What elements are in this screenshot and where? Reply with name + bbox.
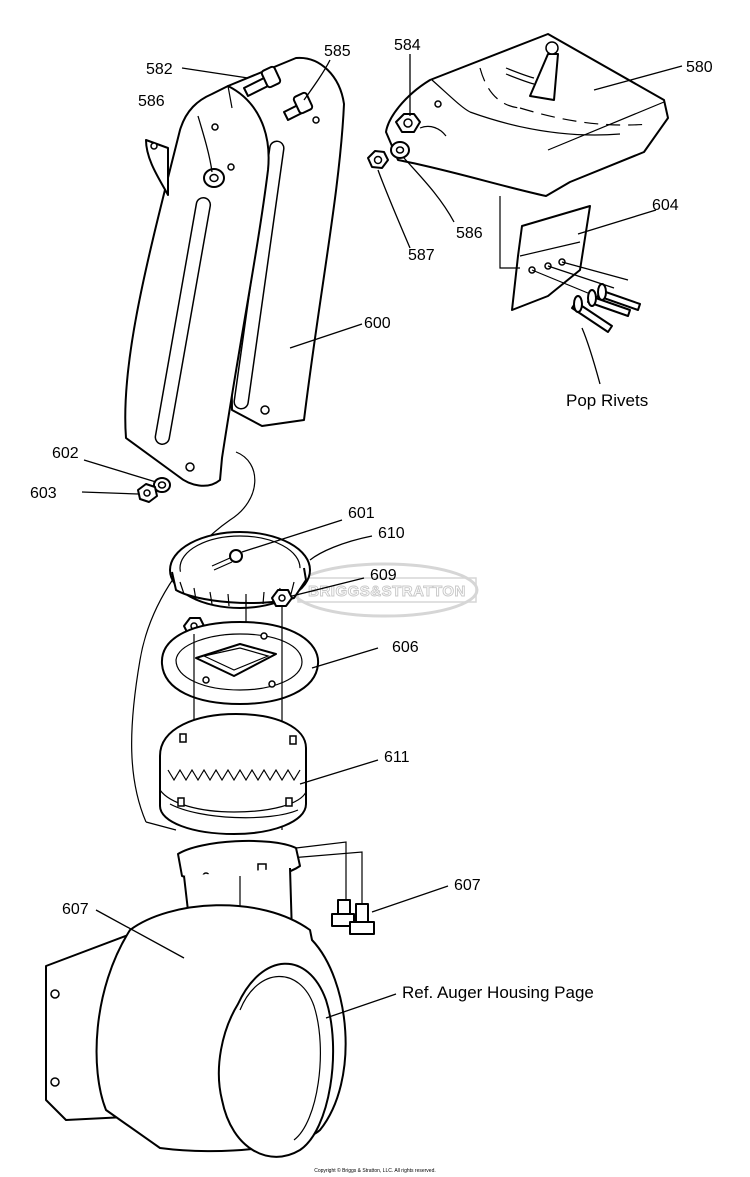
pop-rivets bbox=[531, 261, 641, 333]
briggs-stratton-watermark: BRIGGS&STRATTON bbox=[291, 562, 479, 618]
auger-housing-tube bbox=[45, 904, 347, 1158]
chute-outline bbox=[131, 451, 256, 831]
part-585-bolt bbox=[283, 91, 314, 121]
part-601-screw bbox=[211, 549, 243, 571]
callout-labels: 582 585 586 584 580 586 587 600 602 603 … bbox=[30, 37, 713, 918]
copyright-notice: Copyright © Briggs & Stratton, LLC. All … bbox=[314, 1167, 436, 1174]
callout-584: 584 bbox=[394, 37, 421, 54]
part-610-ring bbox=[169, 531, 311, 609]
part-587-nut bbox=[367, 150, 389, 169]
part-586-washer-left bbox=[203, 168, 225, 188]
callout-586-left: 586 bbox=[138, 93, 165, 110]
callout-586-right: 586 bbox=[456, 225, 483, 242]
part-602-washer bbox=[153, 477, 171, 493]
part-584-nut bbox=[395, 113, 421, 133]
callout-582: 582 bbox=[146, 61, 173, 78]
part-611-ring bbox=[159, 713, 307, 835]
part-604-deflector-plate bbox=[499, 196, 591, 311]
callout-602: 602 bbox=[52, 445, 79, 462]
callout-606: 606 bbox=[392, 639, 419, 656]
watermark-text: BRIGGS&STRATTON bbox=[308, 583, 466, 600]
callout-601: 601 bbox=[348, 505, 375, 522]
callout-580: 580 bbox=[686, 59, 713, 76]
part-586-washer-right bbox=[390, 141, 410, 159]
part-609-nut bbox=[271, 589, 293, 607]
part-606-plate bbox=[160, 621, 320, 705]
leader-lines bbox=[81, 54, 683, 1019]
callout-607-right: 607 bbox=[454, 877, 481, 894]
part-580-chute-deflector bbox=[385, 33, 669, 197]
callout-587: 587 bbox=[408, 247, 435, 264]
callout-609: 609 bbox=[370, 567, 397, 584]
part-607-bolts-right bbox=[331, 899, 375, 935]
callout-603: 603 bbox=[30, 485, 57, 502]
callout-610: 610 bbox=[378, 525, 405, 542]
callout-585: 585 bbox=[324, 43, 351, 60]
callout-607-left: 607 bbox=[62, 901, 89, 918]
part-600-deflector bbox=[124, 56, 345, 487]
ref-auger-housing-label: Ref. Auger Housing Page bbox=[402, 983, 594, 1002]
callout-604: 604 bbox=[652, 197, 679, 214]
callout-611: 611 bbox=[384, 749, 410, 766]
part-603-nut bbox=[137, 483, 158, 503]
callout-600: 600 bbox=[364, 315, 391, 332]
part-582-bolt bbox=[243, 65, 282, 97]
pop-rivets-label: Pop Rivets bbox=[566, 391, 648, 410]
